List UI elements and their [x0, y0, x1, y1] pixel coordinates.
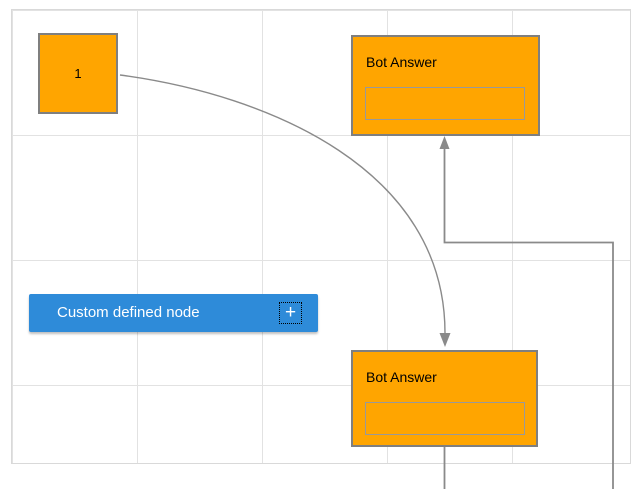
- start-node[interactable]: 1: [38, 33, 118, 114]
- custom-defined-node[interactable]: Custom defined node +: [29, 294, 318, 332]
- connector-curve[interactable]: [119, 74, 446, 334]
- connector-orthogonal-arrowhead-icon: [439, 136, 450, 149]
- connector-orthogonal[interactable]: [443, 149, 614, 489]
- connector-curve-arrowhead-icon: [439, 333, 451, 347]
- bot-answer-node-top[interactable]: Bot Answer: [351, 35, 540, 136]
- bot-answer-input-box[interactable]: [365, 402, 525, 435]
- custom-node-label: Custom defined node: [57, 304, 200, 321]
- plus-icon: +: [284, 301, 297, 323]
- bot-answer-title: Bot Answer: [366, 54, 437, 70]
- start-node-label: 1: [74, 66, 82, 81]
- bot-answer-node-bottom[interactable]: Bot Answer: [351, 350, 538, 447]
- bot-answer-input-box[interactable]: [365, 87, 525, 120]
- add-port-button[interactable]: +: [279, 302, 302, 324]
- bot-answer-title: Bot Answer: [366, 369, 437, 385]
